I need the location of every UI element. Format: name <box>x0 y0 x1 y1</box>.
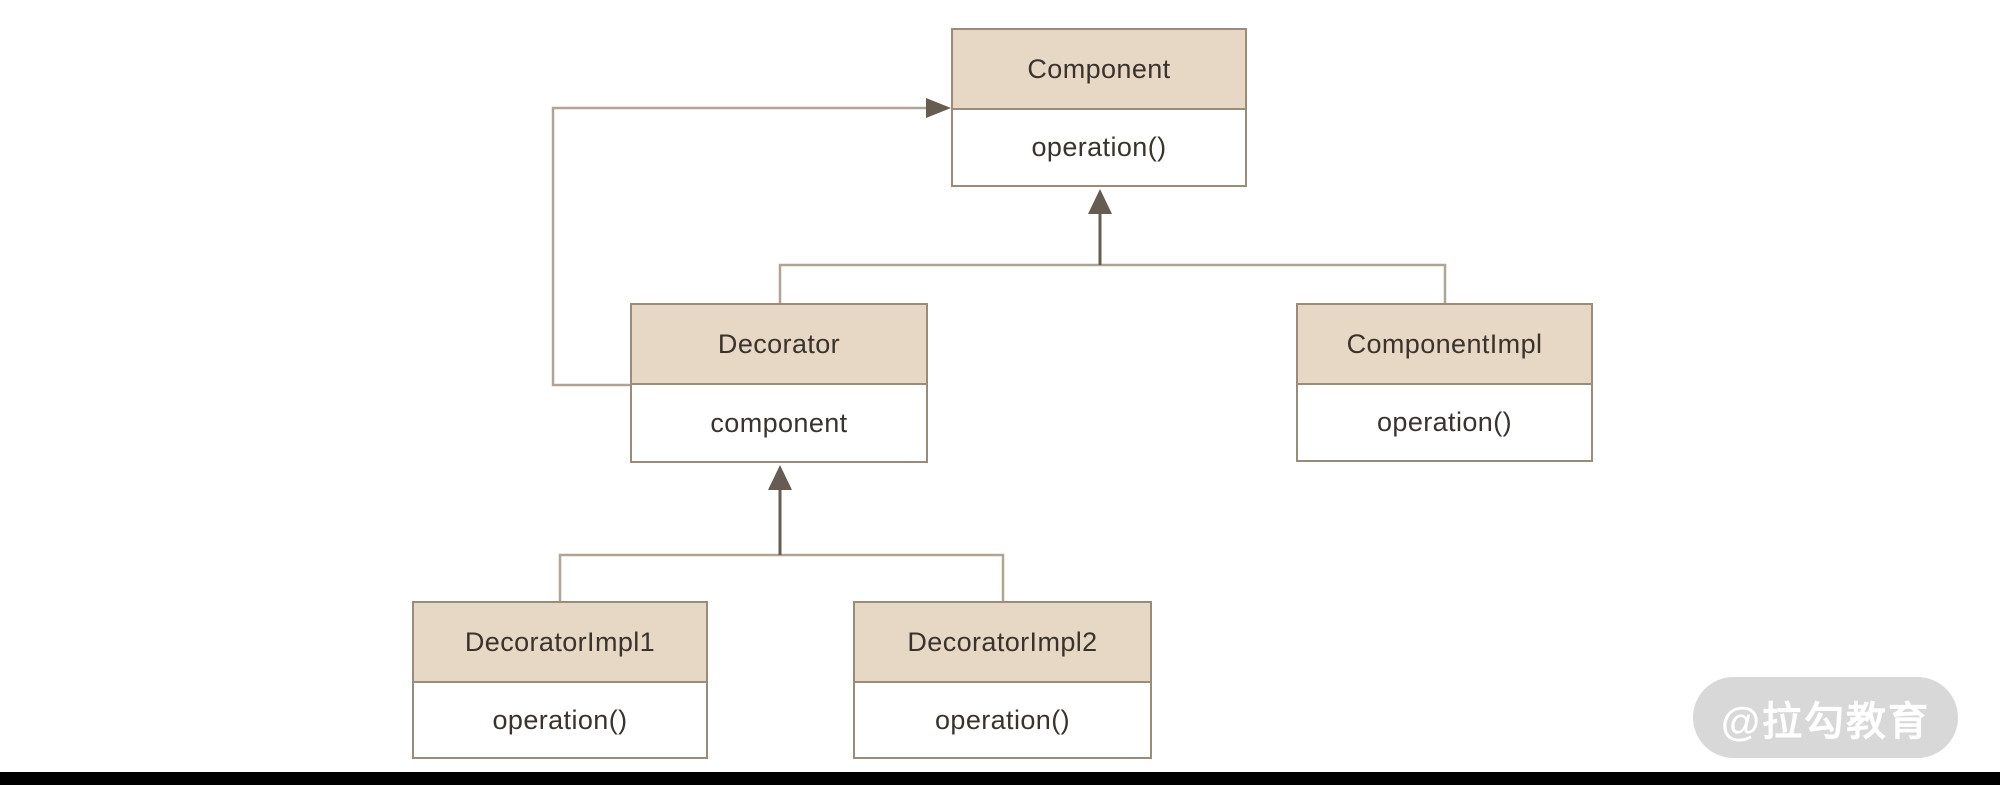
class-name-label: DecoratorImpl1 <box>464 626 656 657</box>
class-box-component: Component operation() <box>951 28 1247 187</box>
class-name-label: Decorator <box>717 328 841 359</box>
class-member-component: operation() <box>953 110 1245 185</box>
class-title-decoratorimpl1: DecoratorImpl1 <box>414 603 706 683</box>
class-member-label: operation() <box>492 704 628 735</box>
class-member-componentimpl: operation() <box>1298 385 1591 460</box>
edge-generalization-to-component <box>778 189 1447 305</box>
class-title-componentimpl: ComponentImpl <box>1298 305 1591 385</box>
watermark-badge: @拉勾教育 <box>1693 677 1958 758</box>
association-arrowhead-icon <box>926 98 951 118</box>
class-member-label: component <box>710 407 848 438</box>
class-member-label: operation() <box>1377 407 1512 437</box>
class-name-label: ComponentImpl <box>1346 328 1543 359</box>
class-member-decoratorimpl1: operation() <box>414 683 706 757</box>
class-box-componentimpl: ComponentImpl operation() <box>1296 303 1593 462</box>
class-title-decorator: Decorator <box>632 305 926 385</box>
class-box-decoratorimpl1: DecoratorImpl1 operation() <box>412 601 708 759</box>
class-member-decoratorimpl2: operation() <box>855 683 1150 757</box>
class-name-label: DecoratorImpl2 <box>907 626 1098 657</box>
generalization-connector-line <box>778 263 1447 305</box>
edge-generalization-to-decorator <box>558 465 1005 601</box>
class-name-label: Component <box>1027 53 1171 84</box>
watermark-text: @拉勾教育 <box>1720 699 1930 744</box>
generalization-connector-line <box>558 553 1005 601</box>
class-member-decorator: component <box>632 385 926 461</box>
class-box-decoratorimpl2: DecoratorImpl2 operation() <box>853 601 1152 759</box>
class-title-decoratorimpl2: DecoratorImpl2 <box>855 603 1150 683</box>
class-member-label: operation() <box>935 704 1070 735</box>
class-box-decorator: Decorator component <box>630 303 928 463</box>
class-title-component: Component <box>953 30 1245 110</box>
class-member-label: operation() <box>1031 132 1167 162</box>
generalization-arrowhead-icon <box>768 465 792 490</box>
generalization-arrowhead-icon <box>1088 189 1112 214</box>
bottom-letterbox-bar <box>0 772 2000 785</box>
